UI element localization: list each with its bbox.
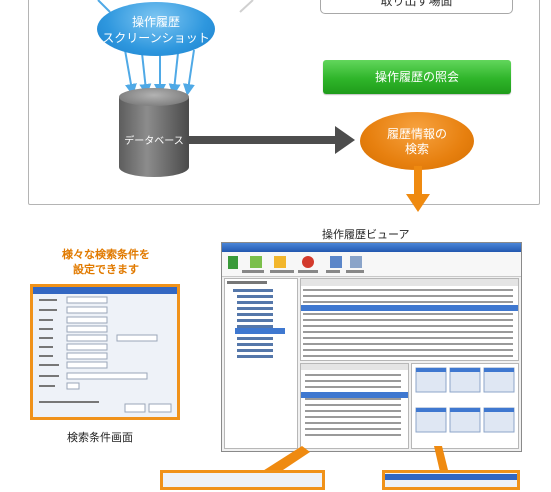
database-icon	[119, 97, 189, 177]
query-arrow	[189, 126, 355, 154]
viewer-screenshot	[221, 242, 522, 452]
search-callout: 様々な検索条件を 設定できます	[45, 247, 167, 277]
database-top	[119, 88, 189, 106]
orange-line-1: 履歴情報の	[386, 127, 447, 141]
thumbnail-detail-screenshot	[382, 470, 520, 490]
history-search-ellipse: 履歴情報の 検索	[360, 112, 474, 170]
search-screen-caption: 検索条件画面	[67, 431, 133, 444]
connector-line	[239, 0, 254, 13]
cloud-line-2: スクリーンショット	[102, 31, 210, 45]
viewer-toolbar	[222, 252, 521, 277]
extract-scene-box: 取り出す場面	[320, 0, 513, 14]
viewer-history-grid	[300, 278, 519, 361]
viewer-thumbnail-pane	[411, 363, 519, 449]
search-callout-line-2: 設定できます	[73, 263, 139, 276]
viewer-caption: 操作履歴ビューア	[322, 228, 410, 241]
screenshot-ellipse: 操作履歴 スクリーンショット	[97, 2, 215, 56]
viewer-titlebar	[222, 243, 521, 252]
history-lookup-button[interactable]: 操作履歴の照会	[323, 60, 511, 94]
diagram-frame	[28, 0, 540, 205]
search-callout-line-1: 様々な検索条件を	[62, 248, 150, 261]
upload-arrows	[97, 0, 195, 96]
orange-line-2: 検索	[404, 142, 429, 156]
cloud-line-1: 操作履歴	[131, 15, 180, 29]
viewer-detail-pane	[300, 363, 409, 449]
down-arrow	[406, 166, 430, 212]
database-label: データベース	[124, 136, 184, 147]
viewer-tree-pane	[224, 278, 298, 449]
grid-detail-screenshot	[160, 470, 325, 490]
zoom-arrow-right	[434, 446, 448, 472]
search-condition-screenshot	[30, 284, 180, 420]
